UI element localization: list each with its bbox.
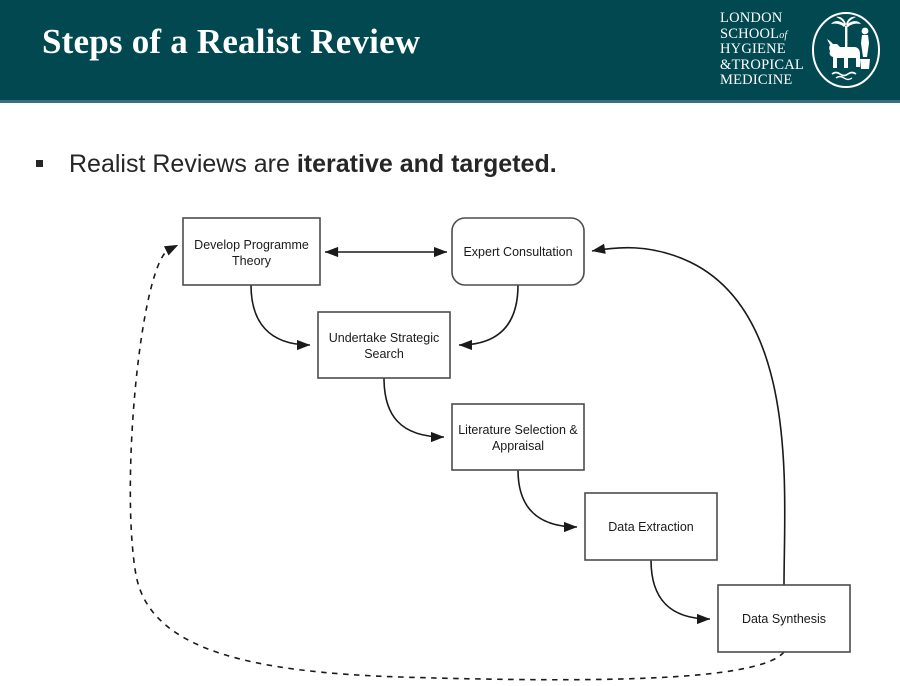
logo-line-3: HYGIENE xyxy=(720,41,786,58)
bullet-row: Realist Reviews are iterative and target… xyxy=(36,150,557,179)
logo-line-5: MEDICINE xyxy=(720,72,793,89)
logo-line-2: SCHOOLof xyxy=(720,27,787,42)
edge-expert-search xyxy=(458,284,519,351)
node-expert-consultation[interactable]: Expert Consultation xyxy=(451,217,585,286)
node-label-line2: Search xyxy=(364,347,404,361)
slide-header-bar xyxy=(0,0,900,100)
node-label-line1: Data Synthesis xyxy=(742,612,826,626)
node-label-line1: Data Extraction xyxy=(608,520,694,534)
logo-line-1: LONDON xyxy=(720,10,783,27)
node-label-line2: Appraisal xyxy=(492,439,544,453)
edge-synthesis-expert xyxy=(591,243,786,586)
node-label-line2: Theory xyxy=(232,254,272,268)
logo-crest-icon xyxy=(812,12,880,88)
header-underline xyxy=(0,100,900,103)
edge-search-literature xyxy=(383,377,445,443)
logo-line-2-small: of xyxy=(779,29,788,41)
logo-line-2-main: SCHOOL xyxy=(720,25,780,42)
node-data-synthesis[interactable]: Data Synthesis xyxy=(717,584,851,653)
edge-theory-search xyxy=(250,284,311,351)
node-develop-programme-theory[interactable]: Develop Programme Theory xyxy=(182,217,321,286)
edge-extraction-synthesis xyxy=(650,559,711,625)
logo-line-4: &TROPICAL xyxy=(720,56,804,73)
edge-literature-extraction xyxy=(517,469,578,533)
node-label-line1: Expert Consultation xyxy=(463,245,572,259)
bullet-text-normal: Realist Reviews are xyxy=(69,150,297,178)
logo-wordmark: LONDON SCHOOLof HYGIENE &TROPICAL MEDICI… xyxy=(720,11,804,89)
page-title: Steps of a Realist Review xyxy=(42,22,421,61)
lshtm-logo: LONDON SCHOOLof HYGIENE &TROPICAL MEDICI… xyxy=(720,10,882,90)
square-bullet-icon xyxy=(36,160,43,167)
node-data-extraction[interactable]: Data Extraction xyxy=(584,492,718,561)
bullet-text: Realist Reviews are iterative and target… xyxy=(69,150,557,179)
edge-synthesis-theory xyxy=(129,244,785,681)
node-label-line1: Develop Programme xyxy=(194,238,309,252)
node-label-line1: Undertake Strategic xyxy=(329,331,439,345)
node-undertake-strategic-search[interactable]: Undertake Strategic Search xyxy=(317,311,451,379)
flowchart: Develop Programme Theory Expert Consulta… xyxy=(0,195,900,686)
bullet-text-bold: iterative and targeted. xyxy=(296,150,557,178)
node-label-line1: Literature Selection & xyxy=(458,423,578,437)
node-literature-selection-appraisal[interactable]: Literature Selection & Appraisal xyxy=(451,403,585,471)
